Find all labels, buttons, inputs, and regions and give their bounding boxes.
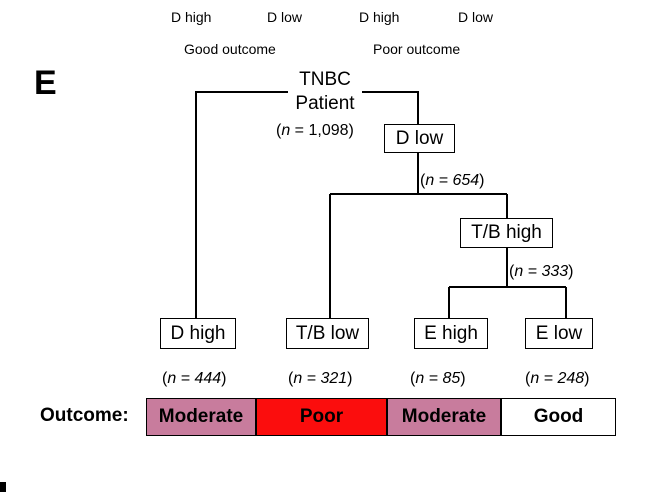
count-tb-low: (n = 321) bbox=[288, 370, 353, 387]
connector-root-d-high bbox=[195, 91, 288, 318]
root-count: (n = 1,098) bbox=[276, 122, 354, 140]
outcome-cell-1-text: Moderate bbox=[158, 406, 244, 427]
node-tb-low-label: T/B low bbox=[295, 322, 360, 344]
count-d-low-branch-value: n = 654 bbox=[425, 172, 480, 189]
top-label-d-high-1: D high bbox=[171, 9, 212, 25]
root-line2: Patient bbox=[295, 93, 355, 114]
node-tb-high: T/B high bbox=[460, 218, 553, 248]
node-d-high: D high bbox=[160, 318, 236, 349]
count-e-high: (n = 85) bbox=[410, 370, 466, 387]
outcome-label: Outcome: bbox=[40, 405, 129, 426]
panel-letter: E bbox=[34, 64, 57, 102]
outcome-cell-4: Good bbox=[501, 398, 616, 436]
node-tb-low: T/B low bbox=[286, 318, 369, 349]
node-e-low-label: E low bbox=[535, 322, 583, 344]
cropped-glyph-fragment bbox=[0, 482, 6, 492]
count-e-low: (n = 248) bbox=[525, 370, 590, 387]
count-tb-high-branch-value: n = 333 bbox=[514, 263, 569, 280]
root-title: TNBC Patient bbox=[293, 68, 357, 116]
top-label-d-low-2: D low bbox=[458, 9, 494, 25]
count-d-high: (n = 444) bbox=[162, 370, 227, 387]
outcome-cell-1: Moderate bbox=[146, 398, 256, 436]
root-count-var: n bbox=[281, 122, 291, 139]
node-e-low: E low bbox=[525, 318, 593, 349]
count-e-low-value: n = 248 bbox=[530, 370, 585, 387]
outcome-cell-2-text: Poor bbox=[299, 406, 344, 427]
root-count-open: ( bbox=[276, 122, 282, 139]
node-e-high: E high bbox=[414, 318, 488, 349]
count-tb-high-branch: (n = 333) bbox=[509, 263, 574, 280]
count-d-high-value: n = 444 bbox=[167, 370, 222, 387]
node-d-low-label: D low bbox=[395, 127, 444, 149]
outcome-cell-3: Moderate bbox=[387, 398, 501, 436]
top-label-d-low-1: D low bbox=[267, 9, 303, 25]
top-label-d-high-2: D high bbox=[359, 9, 400, 25]
outcome-cell-2: Poor bbox=[256, 398, 387, 436]
root-count-value: = 1,098) bbox=[290, 122, 354, 139]
connector-root-d-low bbox=[362, 91, 419, 124]
good-outcome-label: Good outcome bbox=[184, 41, 276, 57]
node-tb-high-label: T/B high bbox=[471, 222, 542, 243]
count-e-high-value: n = 85 bbox=[415, 370, 461, 387]
count-tb-low-value: n = 321 bbox=[293, 370, 348, 387]
node-d-high-label: D high bbox=[170, 322, 226, 344]
root-line1: TNBC bbox=[299, 69, 351, 90]
outcome-cell-3-text: Moderate bbox=[401, 406, 487, 427]
count-d-low-branch: (n = 654) bbox=[420, 172, 485, 189]
poor-outcome-label: Poor outcome bbox=[373, 41, 461, 57]
outcome-cell-4-text: Good bbox=[533, 406, 584, 427]
node-d-low: D low bbox=[384, 124, 455, 153]
node-e-high-label: E high bbox=[424, 322, 478, 344]
